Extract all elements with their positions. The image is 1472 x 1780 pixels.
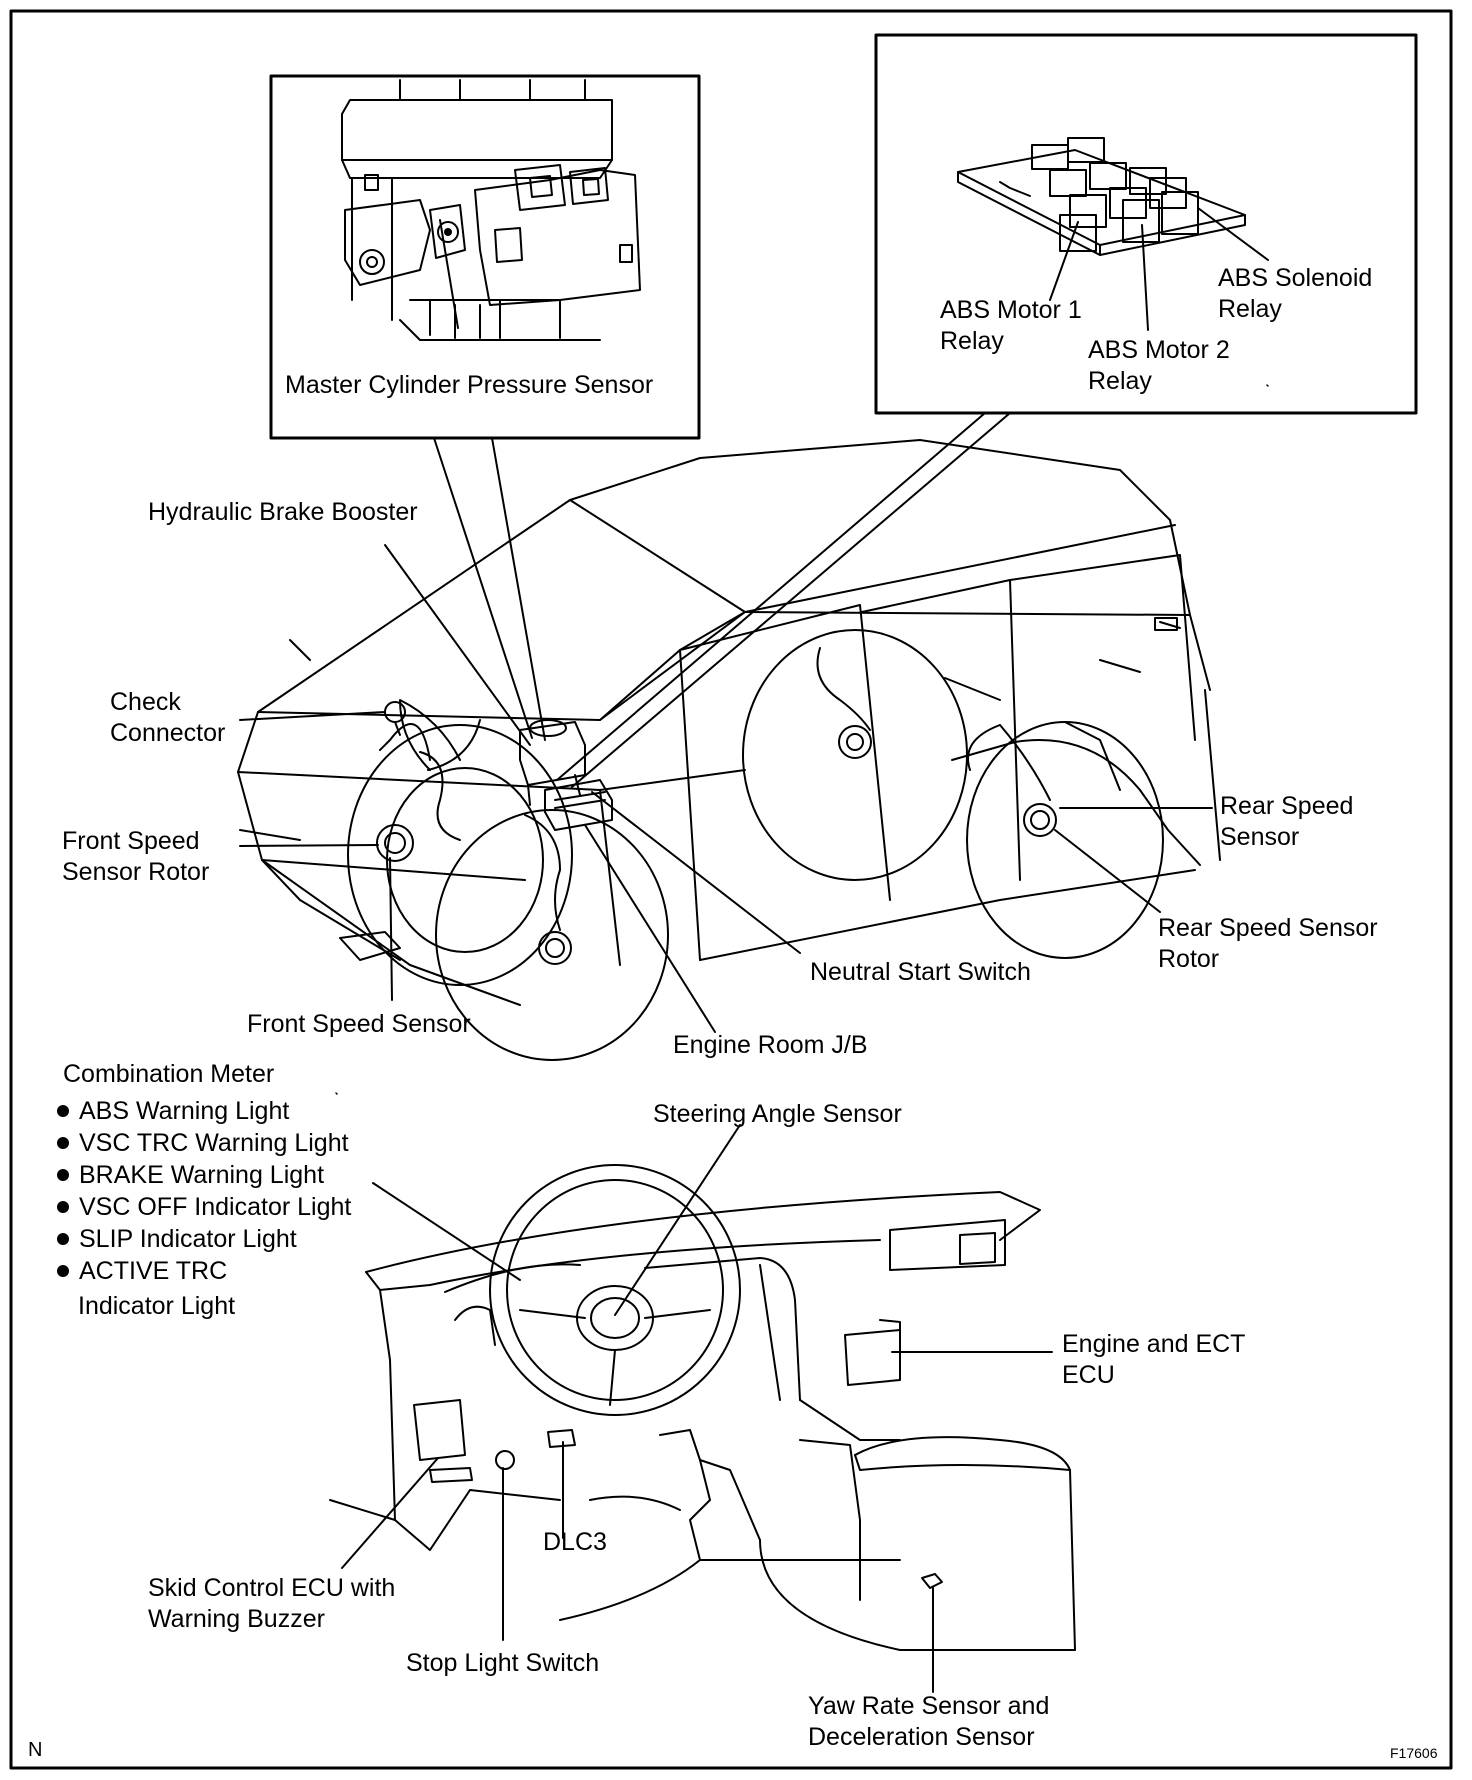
list-item-vsc-trc-warning-light: VSC TRC Warning Light: [55, 1127, 351, 1159]
label-line: Warning Buzzer: [148, 1605, 325, 1633]
label-line: Sensor Rotor: [62, 858, 210, 886]
list-item-slip-indicator-light: SLIP Indicator Light: [55, 1223, 351, 1255]
label-line: Deceleration Sensor: [808, 1723, 1035, 1751]
vehicle-leader-lines: [239, 544, 1213, 1033]
label-line: Rear Speed Sensor: [1158, 914, 1378, 942]
label-abs-solenoid-relay: ABS Solenoid Relay: [1218, 263, 1372, 325]
label-line: ABS Solenoid: [1218, 264, 1373, 292]
label-line: Connector: [110, 719, 226, 747]
label-line: Sensor: [1220, 823, 1300, 851]
label-line: Relay: [1088, 367, 1152, 395]
label-stop-light-switch: Stop Light Switch: [406, 1649, 600, 1677]
combination-meter-list: ABS Warning Light VSC TRC Warning Light …: [55, 1095, 351, 1287]
label-steering-angle-sensor: Steering Angle Sensor: [653, 1100, 902, 1128]
vehicle-components: [376, 647, 1057, 965]
front-speed-sensor-rotor-shape: [376, 824, 414, 862]
label-combination-meter: Combination Meter: [63, 1060, 275, 1088]
label-abs-motor1-relay: ABS Motor 1 Relay: [940, 295, 1082, 357]
label-line: ECU: [1062, 1361, 1115, 1389]
label-yaw-rate-sensor: Yaw Rate Sensor and Deceleration Sensor: [808, 1691, 1049, 1753]
inset-master-cylinder-frame: [269, 74, 701, 440]
label-line: Rotor: [1158, 945, 1220, 973]
corner-letter: N: [28, 1739, 43, 1761]
yaw-rate-sensor-shape: [921, 1573, 943, 1589]
skid-control-ecu-shape: [413, 1399, 466, 1461]
label-line: Relay: [1218, 295, 1282, 323]
master-cylinder-illustration: [341, 79, 641, 341]
stop-light-switch-shape: [495, 1450, 515, 1470]
label-front-speed-sensor-rotor: Front Speed Sensor Rotor: [62, 826, 209, 888]
relay-block-illustration: [957, 137, 1246, 256]
label-active-trc-indicator-light-cont: Indicator Light: [78, 1292, 236, 1320]
list-item-abs-warning-light: ABS Warning Light: [55, 1095, 351, 1127]
inset-leader-lines: [433, 207, 1269, 788]
label-line: ABS Motor 2: [1088, 336, 1230, 364]
label-line: Relay: [940, 327, 1004, 355]
label-line: Engine and ECT: [1062, 1330, 1246, 1358]
figure-code: F17606: [1390, 1745, 1438, 1761]
label-line: Skid Control ECU with: [148, 1574, 396, 1602]
label-abs-motor2-relay: ABS Motor 2 Relay: [1088, 335, 1230, 397]
check-connector-shape: [384, 701, 406, 723]
dashboard-leader-lines: [341, 1124, 1053, 1693]
label-engine-ect-ecu: Engine and ECT ECU: [1062, 1329, 1245, 1391]
label-skid-control-ecu: Skid Control ECU with Warning Buzzer: [148, 1573, 395, 1635]
label-line: Rear Speed: [1220, 792, 1354, 820]
right-vent: [889, 1219, 1006, 1271]
label-engine-room-jb: Engine Room J/B: [673, 1031, 868, 1059]
label-rear-speed-sensor-rotor: Rear Speed Sensor Rotor: [1158, 913, 1378, 975]
label-master-cylinder-pressure-sensor: Master Cylinder Pressure Sensor: [285, 371, 654, 399]
list-item-active-trc: ACTIVE TRC: [55, 1255, 351, 1287]
speck-marks: [335, 384, 1269, 1095]
engine-ect-ecu-shape: [844, 1329, 901, 1386]
rear-speed-sensor-rotor-shape: [1023, 803, 1057, 837]
steering-wheel: [489, 1164, 741, 1416]
label-line: ABS Motor 1: [940, 296, 1082, 324]
label-neutral-start-switch: Neutral Start Switch: [810, 958, 1031, 986]
label-line: Check: [110, 688, 181, 716]
list-item-vsc-off-indicator-light: VSC OFF Indicator Light: [55, 1191, 351, 1223]
label-check-connector: Check Connector: [110, 687, 225, 749]
hydraulic-brake-booster-shape: [519, 721, 586, 786]
label-line: Front Speed: [62, 827, 200, 855]
dashboard-illustration: [329, 1164, 1076, 1651]
list-item-brake-warning-light: BRAKE Warning Light: [55, 1159, 351, 1191]
vehicle-illustration: [237, 439, 1221, 1061]
label-rear-speed-sensor: Rear Speed Sensor: [1220, 791, 1353, 853]
engine-room-jb-shape: [544, 779, 613, 831]
front-harness: [419, 751, 461, 841]
label-line: Yaw Rate Sensor and: [808, 1692, 1050, 1720]
label-front-speed-sensor: Front Speed Sensor: [247, 1010, 471, 1038]
dlc3-shape: [547, 1429, 576, 1448]
label-hydraulic-brake-booster: Hydraulic Brake Booster: [148, 498, 418, 526]
label-dlc3: DLC3: [543, 1528, 607, 1556]
outer-frame: [9, 9, 1453, 1770]
inset-relays-frame: [874, 33, 1418, 415]
